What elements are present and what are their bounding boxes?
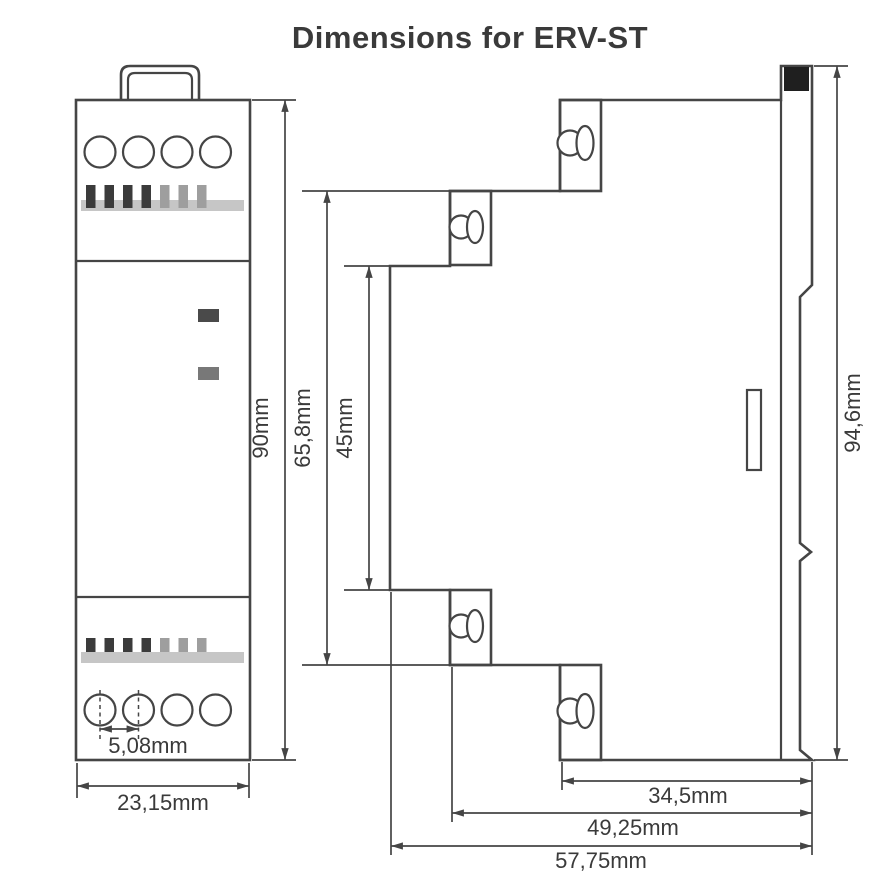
terminal-screw [198, 135, 233, 169]
top-clip-outer [119, 64, 201, 101]
led-indicator [198, 309, 219, 322]
terminal-slot [123, 638, 133, 661]
terminal-slot [178, 185, 188, 208]
terminal-slot [197, 185, 207, 208]
dim-depth-rear: 34,5mm [561, 762, 813, 855]
terminal-screw [160, 693, 194, 727]
terminal-slot [160, 185, 170, 208]
drawing-title: Dimensions for ERV-ST [292, 20, 648, 55]
terminal-slot [141, 185, 151, 208]
side-slot [745, 388, 763, 472]
upper-terminal-comb [81, 185, 244, 211]
screw-opening [575, 124, 595, 162]
dim-height-body: 45mm [332, 265, 390, 591]
dim-label: 65,8mm [290, 388, 315, 467]
top-clip-inner [126, 71, 194, 101]
terminal-block [448, 588, 493, 667]
terminal-slot [141, 638, 151, 661]
dim-label: 94,6mm [840, 373, 865, 452]
terminal-slot [86, 638, 96, 661]
front-view [74, 64, 252, 762]
dim-height-overall: 90mm [248, 99, 296, 761]
terminal-slot [104, 185, 114, 208]
rail-clip-block [784, 67, 809, 91]
terminal-screw [83, 135, 117, 169]
terminal-slot [104, 638, 114, 661]
terminal-slot [86, 185, 96, 208]
screw-opening [465, 608, 485, 644]
dim-width-front: 23,15mm [76, 763, 250, 815]
terminal-slot [197, 638, 207, 661]
dim-depth-mid: 49,25mm [451, 667, 812, 840]
terminal-block [556, 663, 603, 762]
terminal-slot [160, 638, 170, 661]
dim-label: 34,5mm [648, 783, 727, 808]
terminal-screw [121, 693, 156, 727]
dim-label: 23,15mm [117, 790, 209, 815]
dim-depth-overall: 57,75mm [390, 592, 812, 873]
dim-terminal-pitch: 5,08mm [100, 725, 188, 758]
side-profile [388, 64, 816, 762]
terminal-slot [123, 185, 133, 208]
dim-label: 49,25mm [587, 815, 679, 840]
side-view [388, 64, 816, 762]
terminal-screw [198, 693, 233, 727]
dimension-annotations: 90mm 65,8mm 45mm 94,6mm 23,1 [76, 65, 865, 873]
dim-label: 57,75mm [555, 848, 647, 873]
dim-label: 90mm [248, 397, 273, 458]
terminal-slot [178, 638, 188, 661]
terminal-screw [121, 135, 156, 169]
terminal-block [448, 189, 493, 267]
lower-terminal-comb [81, 638, 244, 663]
dim-height-terminal-span: 65,8mm [290, 190, 450, 666]
screw-opening [575, 692, 595, 730]
screw-opening [465, 209, 485, 245]
dim-label: 45mm [332, 397, 357, 458]
dim-label: 5,08mm [108, 733, 187, 758]
terminal-block [556, 98, 603, 193]
dim-height-side-overall: 94,6mm [814, 65, 865, 761]
terminal-screw [160, 135, 194, 169]
led-indicator [198, 367, 219, 380]
